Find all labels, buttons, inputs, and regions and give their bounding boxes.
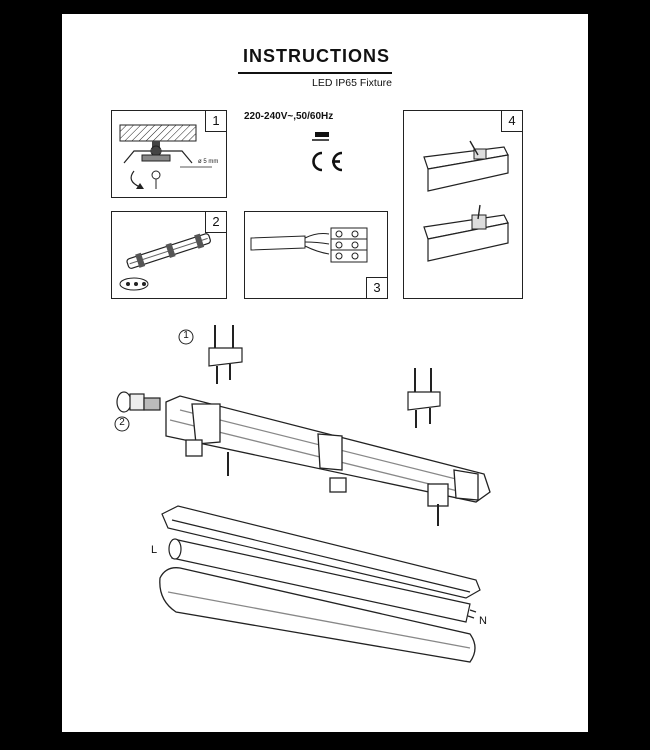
step-panel-4: 4 xyxy=(403,110,523,299)
drill-size-note: ø 5 mm xyxy=(198,159,219,165)
gear-tray xyxy=(161,505,481,599)
diffuser-cover xyxy=(159,567,476,663)
ce-mark-icon xyxy=(312,151,343,172)
step-number-3: 3 xyxy=(366,277,387,298)
fixture-mount-illustration xyxy=(119,233,211,291)
step-panel-2: 2 xyxy=(111,211,227,299)
callout-label-2: 2 xyxy=(119,417,125,428)
step-number-4: 4 xyxy=(501,111,522,132)
mounting-bracket-right xyxy=(407,368,441,428)
callout-circle-2 xyxy=(114,416,130,432)
cable-gland xyxy=(116,391,161,413)
tube-end-label-left: L xyxy=(151,544,158,556)
clip-closure-illustration xyxy=(423,140,509,262)
wiring-terminal-illustration xyxy=(250,227,368,263)
step-number-2: 2 xyxy=(205,212,226,233)
step-panel-3: 3 xyxy=(244,211,388,299)
ceiling-drill-illustration xyxy=(119,124,212,189)
fixture-housing xyxy=(165,395,491,526)
page-title: INSTRUCTIONS xyxy=(243,46,390,66)
callout-circle-1 xyxy=(178,329,194,345)
voltage-rating: 220-240V~,50/60Hz xyxy=(244,111,334,122)
step-number-1: 1 xyxy=(205,111,226,132)
page-subtitle: LED IP65 Fixture xyxy=(312,77,392,89)
step-panel-1: 1 ø 5 mm xyxy=(111,110,227,198)
led-tube xyxy=(168,538,477,623)
tube-end-label-right: N xyxy=(479,615,487,627)
mounting-bracket-left xyxy=(208,325,243,384)
title-underline xyxy=(238,72,392,74)
dc-symbol-icon xyxy=(312,132,329,141)
callout-label-1: 1 xyxy=(183,330,189,341)
